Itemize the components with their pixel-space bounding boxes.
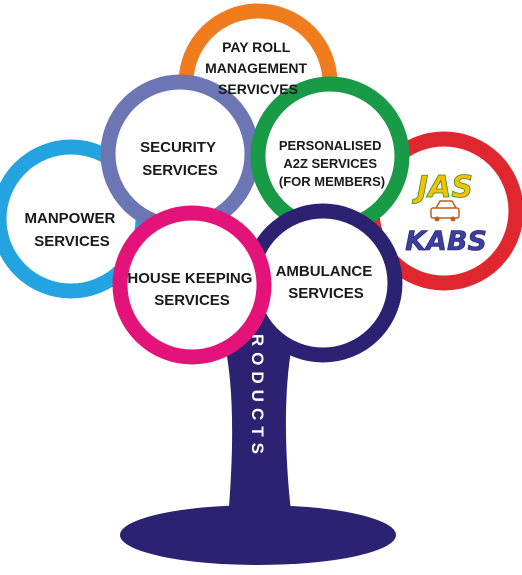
jas-kabs-logo: JAS KABS	[405, 170, 487, 258]
personalised-label: PERSONALISED A2Z SERVICES (FOR MEMBERS)	[279, 138, 385, 189]
circle-housekeeping	[112, 205, 272, 365]
car-icon	[430, 200, 460, 222]
ambulance-label: AMBULANCE SERVICES	[276, 263, 377, 302]
trunk-base	[120, 505, 396, 565]
payroll-label: PAY ROLL MANAGEMENT SERVICVES	[205, 39, 311, 97]
housekeeping-label: HOUSE KEEPING SERVICES	[127, 270, 256, 309]
logo-kabs-text: KABS	[405, 226, 487, 257]
manpower-label: MANPOWER SERVICES	[25, 210, 120, 250]
security-label: SECURITY SERVICES	[140, 139, 220, 179]
circle-ambulance	[243, 203, 403, 363]
logo-jas-text: JAS	[412, 170, 473, 205]
